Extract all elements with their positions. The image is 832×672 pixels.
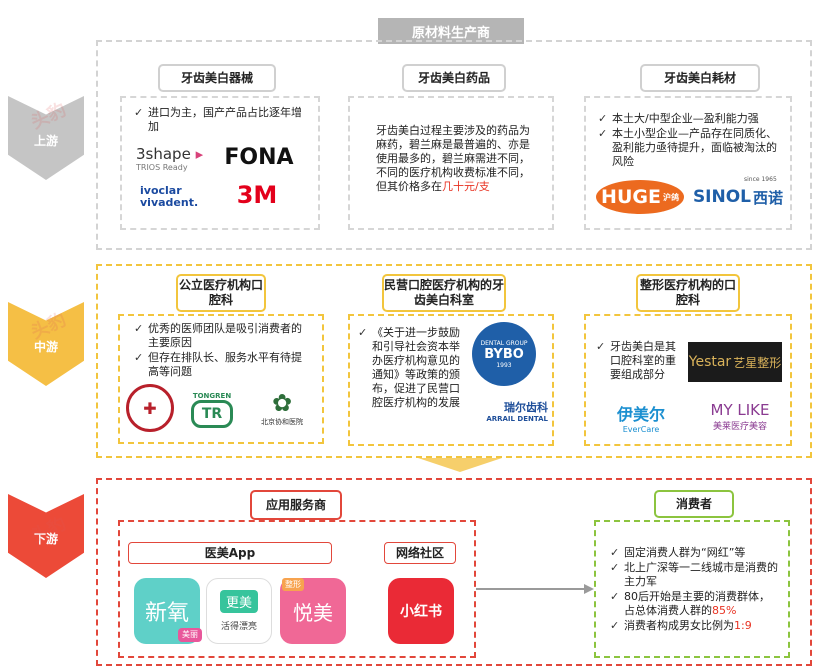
community-label: 网络社区 bbox=[384, 542, 456, 564]
cosmetic-title: 整形医疗机构的口腔科 bbox=[636, 274, 740, 312]
logo-3shape: 3shape ▸ TRIOS Ready bbox=[136, 144, 204, 172]
equipment-item: 进口为主，国产产品占比逐年增加 bbox=[134, 106, 306, 134]
upstream-frame bbox=[96, 40, 812, 250]
app-yuemei-badge: 整形 bbox=[282, 578, 304, 591]
public-panel: 优秀的医师团队是吸引消费者的主要原因 但存在排队长、服务水平有待提高等问题 bbox=[118, 314, 324, 444]
drugs-panel: 牙齿美白过程主要涉及的药品为麻药，碧兰麻是最普遍的、亦是使用最多的，碧兰麻需进不… bbox=[348, 96, 554, 230]
downstream-frame bbox=[96, 478, 812, 666]
app-xiaohongshu[interactable]: 小红书 bbox=[388, 578, 454, 644]
logo-bybo: DENTAL GROUP BYBO 1993 bbox=[472, 322, 536, 386]
app-xinyang[interactable]: 新氧 bbox=[134, 578, 200, 644]
public-title: 公立医疗机构口腔科 bbox=[176, 274, 266, 312]
consumables-title: 牙齿美白耗材 bbox=[640, 64, 760, 92]
consumer-panel: 固定消费人群为“网红”等 北上广深等一二线城市是消费的主力军 80后开始是主要的… bbox=[594, 520, 790, 658]
service-to-consumer-line bbox=[476, 588, 586, 590]
logo-3m: 3M bbox=[236, 181, 278, 209]
service-to-consumer-arrowhead bbox=[584, 584, 594, 594]
logo-public-hospital: ✚ bbox=[126, 384, 174, 432]
logo-mylike: MY LIKE 美莱医疗美容 bbox=[710, 400, 770, 432]
app-label: 医美App bbox=[128, 542, 332, 564]
app-xinyang-badge: 美丽 bbox=[178, 628, 202, 642]
consumer-title: 消费者 bbox=[654, 490, 734, 518]
consumer-item: 消费者构成男女比例为1:9 bbox=[610, 619, 780, 633]
consumables-panel: 本土大/中型企业—盈利能力强 本土小型企业—产品存在同质化、盈利能力亟待提升，面… bbox=[584, 96, 792, 230]
public-item: 但存在排队长、服务水平有待提高等问题 bbox=[134, 351, 312, 379]
service-title: 应用服务商 bbox=[250, 490, 342, 520]
logo-pumch: ✿ 北京协和医院 bbox=[261, 389, 303, 426]
midstream-frame bbox=[96, 264, 812, 458]
drugs-text: 牙齿美白过程主要涉及的药品为麻药，碧兰麻是最普遍的、亦是使用最多的，碧兰麻需进不… bbox=[376, 124, 530, 193]
public-item: 优秀的医师团队是吸引消费者的主要原因 bbox=[134, 322, 312, 350]
drugs-title: 牙齿美白药品 bbox=[402, 64, 506, 92]
sinol-since: since 1965 bbox=[744, 176, 777, 183]
private-title: 民营口腔医疗机构的牙齿美白科室 bbox=[382, 274, 506, 312]
cosmetic-item: 牙齿美白是其口腔科室的重要组成部分 bbox=[596, 340, 680, 382]
consumables-item: 本土大/中型企业—盈利能力强 bbox=[598, 112, 780, 126]
private-item: 《关于进一步鼓励和引导社会资本举办医疗机构意见的通知》等政策的颁布，促进了民营口… bbox=[358, 326, 470, 410]
consumables-item: 本土小型企业—产品存在同质化、盈利能力亟待提升，面临被淘汰的风险 bbox=[598, 127, 780, 169]
logo-tongren: TONGREN TR bbox=[186, 386, 238, 434]
logo-evercare: 伊美尔 EverCare bbox=[616, 404, 665, 434]
app-gengmei[interactable]: 更美 活得漂亮 bbox=[206, 578, 272, 644]
consumer-item: 北上广深等一二线城市是消费的主力军 bbox=[610, 561, 780, 589]
logo-fona: FONA bbox=[224, 144, 294, 170]
logo-arrail: 瑞尔齿科 ARRAIL DENTAL bbox=[486, 401, 548, 423]
equipment-title: 牙齿美白器械 bbox=[158, 64, 276, 92]
top-title: 原材料生产商 bbox=[378, 18, 524, 44]
drugs-price: 几十元/支 bbox=[442, 180, 490, 193]
consumer-item: 固定消费人群为“网红”等 bbox=[610, 546, 780, 560]
down-arrow bbox=[418, 458, 502, 472]
equipment-panel: 进口为主，国产产品占比逐年增加 bbox=[120, 96, 320, 230]
consumer-item: 80后开始是主要的消费群体，占总体消费人群的85% bbox=[610, 590, 780, 618]
